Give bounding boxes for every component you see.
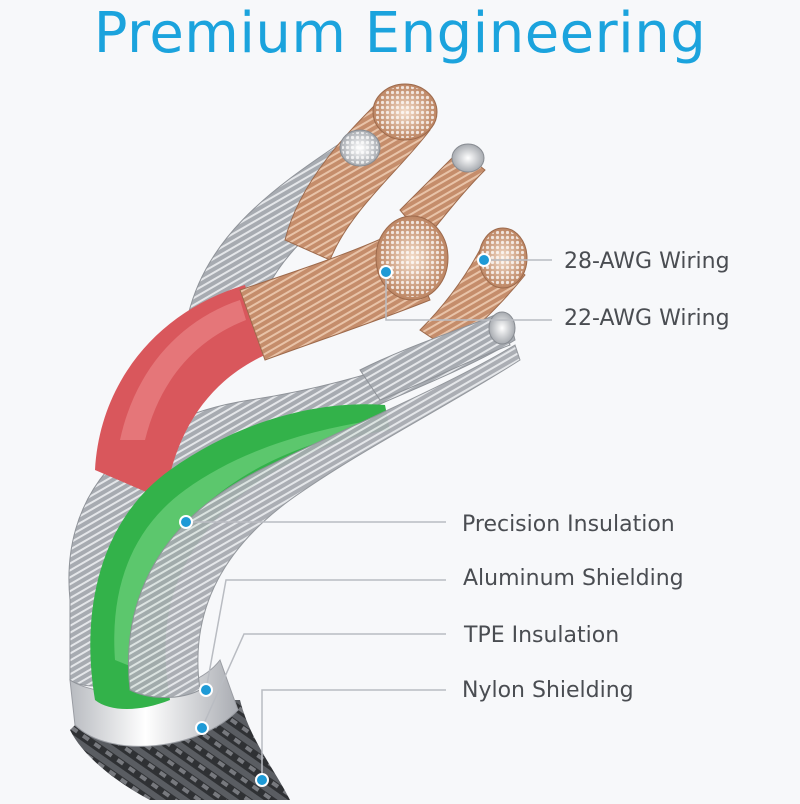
silver-conductor-small-end xyxy=(488,311,516,345)
copper-conductor-22awg-dots xyxy=(379,219,445,297)
silver-small-end xyxy=(451,143,485,173)
label-22awg-wiring: 22-AWG Wiring xyxy=(564,306,730,331)
leader-line-tpe xyxy=(201,633,446,729)
callout-dot-aluminum xyxy=(199,683,213,697)
leader-line-aluminum xyxy=(205,579,446,691)
label-aluminum-shielding: Aluminum Shielding xyxy=(463,566,684,591)
aluminum-shielding-front xyxy=(128,344,521,698)
leader-line-nylon xyxy=(261,689,446,780)
red-insulation-highlight xyxy=(120,300,246,440)
callout-dot-28awg xyxy=(477,253,491,267)
leader-line-22awg xyxy=(385,272,552,321)
callout-dot-tpe xyxy=(195,721,209,735)
silver-conductor-end-dots xyxy=(342,132,378,164)
callout-dot-22awg xyxy=(379,265,393,279)
label-tpe-insulation: TPE Insulation xyxy=(464,623,620,648)
copper-conductor-28awg-dots xyxy=(481,230,525,286)
leader-lines xyxy=(186,259,552,780)
copper-conductor-top-dots xyxy=(375,86,435,138)
callout-dot-nylon xyxy=(255,773,269,787)
callout-dot-precision xyxy=(179,515,193,529)
label-28awg-wiring: 28-AWG Wiring xyxy=(564,249,730,274)
red-insulation xyxy=(95,285,265,500)
callout-dots xyxy=(179,253,491,787)
page-title: Premium Engineering xyxy=(93,1,707,66)
label-nylon-shielding: Nylon Shielding xyxy=(462,678,634,703)
label-precision-insulation: Precision Insulation xyxy=(462,512,675,537)
